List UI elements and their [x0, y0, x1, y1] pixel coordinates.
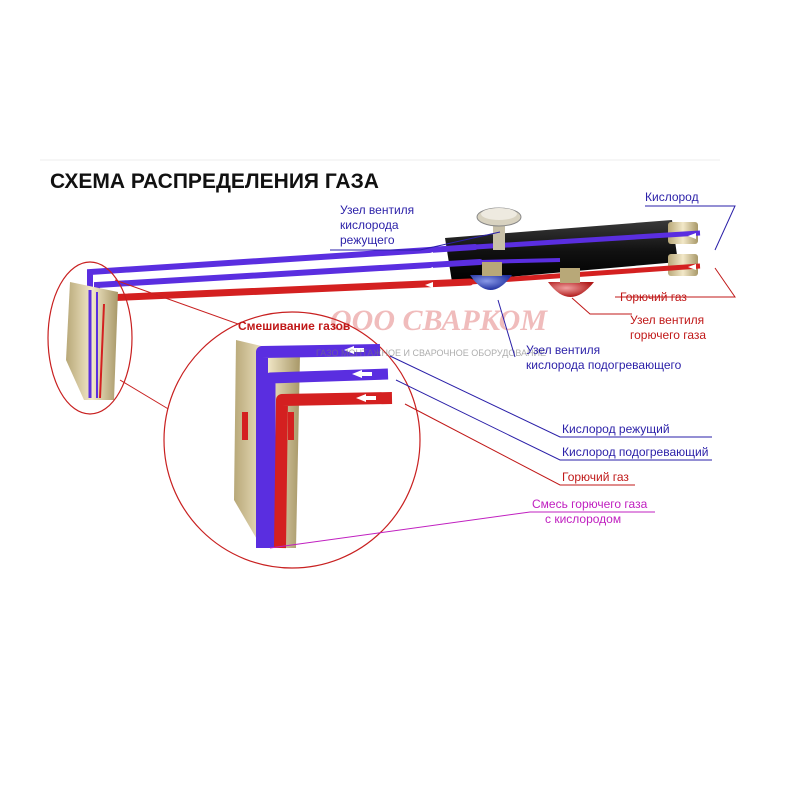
zoom-connector-bottom [119, 379, 171, 411]
oxygen-inlet-line [474, 230, 701, 250]
label-mixture: Смесь горючего газа с кислородом [532, 497, 651, 526]
mix-mark-left [242, 412, 248, 440]
cutting-oxygen-tube [87, 244, 478, 293]
watermark-sub: ГАЗО МОНТАЖНОЕ И СВАРОЧНОЕ ОБОРУДОВАНИЕ [316, 348, 546, 358]
zoom-cutting-oxygen [256, 344, 381, 548]
fuel-valve-body [548, 282, 594, 297]
label-oxygen: Кислород [645, 190, 699, 204]
torch-assembly [66, 207, 701, 400]
head-highlight-oval [47, 261, 133, 415]
preheat-valve-stem [482, 262, 502, 276]
preheat-valve-body [470, 275, 512, 290]
label-fuel-valve: Узел вентиля горючего газа [630, 313, 708, 342]
flow-arrow-icon [425, 233, 696, 288]
fuel-valve-stem [560, 268, 580, 283]
watermark-main: ООО СВАРКОМ [330, 304, 548, 337]
label-cutting-oxygen: Кислород режущий [562, 422, 670, 436]
preheat-inlet-line [479, 258, 561, 264]
label-cutting-valve: Узел вентиля кислорода режущего [340, 203, 418, 247]
zoom-detail [234, 340, 393, 549]
zoom-preheat-oxygen [264, 368, 389, 548]
label-mixing: Смешивание газов [238, 319, 350, 333]
label-preheat-valve: Узел вентиля кислорода подогревающего [526, 343, 682, 372]
label-fuel-gas-zoom: Горючий газ [562, 470, 629, 484]
torch-head [66, 282, 118, 400]
mix-mark-right [288, 412, 294, 440]
diagram-title: СХЕМА РАСПРЕДЕЛЕНИЯ ГАЗА [50, 170, 379, 193]
valve-knob-icon [476, 207, 522, 250]
label-preheat-oxygen: Кислород подогревающий [562, 445, 708, 459]
label-fuel-gas: Горючий газ [620, 290, 687, 304]
flow-arrow-icon [344, 346, 376, 402]
head-fuel-channel [99, 303, 105, 399]
zoom-fuel-gas [274, 392, 393, 549]
fuel-tube [100, 278, 474, 308]
zoom-connector-top [114, 279, 256, 331]
leader-lines [269, 205, 736, 549]
